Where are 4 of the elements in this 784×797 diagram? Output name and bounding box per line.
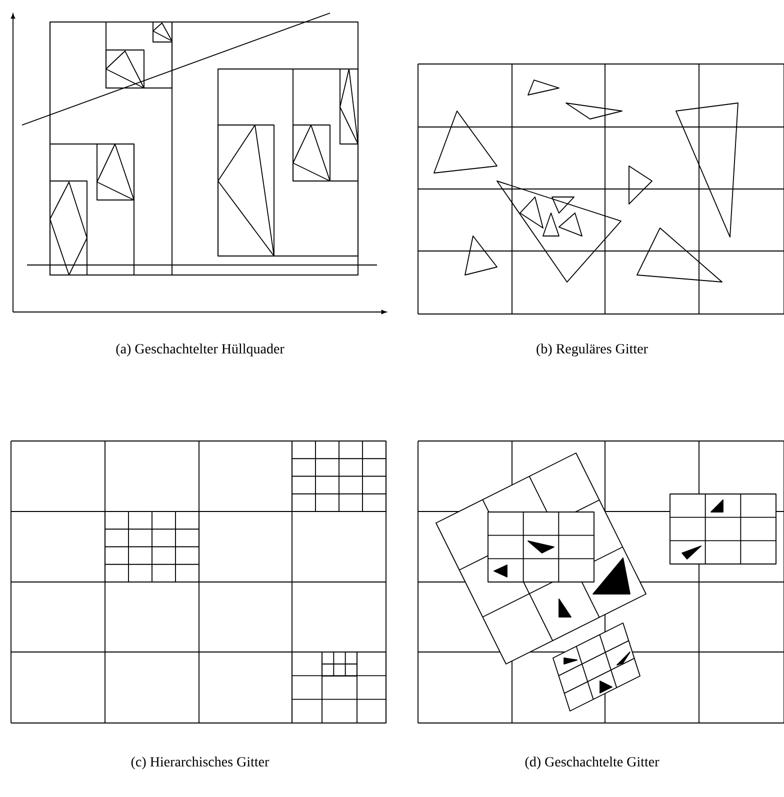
caption: (b) Reguläres Gitter — [536, 344, 648, 356]
caption: (d) Geschachtelte Gitter — [525, 756, 660, 770]
caption: (a) Geschachtelter Hüllquader — [116, 344, 284, 356]
caption: (c) Hierarchisches Gitter — [131, 756, 270, 770]
